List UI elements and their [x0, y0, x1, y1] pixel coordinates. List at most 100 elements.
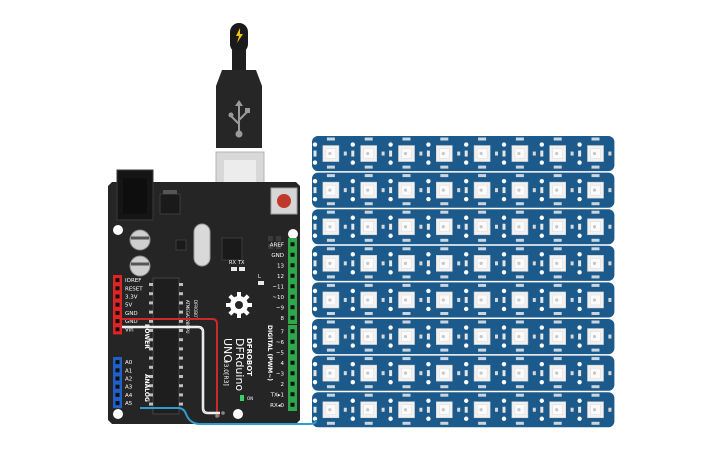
- pad: [478, 421, 487, 425]
- analog-pin-socket[interactable]: [115, 360, 120, 365]
- digital-pin-socket[interactable]: [290, 273, 295, 278]
- digital-pin-socket[interactable]: [290, 315, 295, 320]
- power-pin-socket[interactable]: [115, 327, 120, 332]
- pad: [440, 137, 449, 141]
- pad: [388, 142, 393, 147]
- power-pin-socket[interactable]: [115, 310, 120, 315]
- analog-pin-socket[interactable]: [115, 384, 120, 389]
- led-core: [517, 334, 521, 339]
- digital-pin-socket[interactable]: [290, 371, 295, 376]
- power-pin-socket[interactable]: [115, 294, 120, 299]
- reset-button-cap[interactable]: [277, 194, 291, 208]
- matrix-strip: [312, 282, 615, 318]
- wire-blue-data: [140, 407, 317, 425]
- pad: [364, 421, 373, 425]
- led-core: [592, 298, 597, 302]
- pad: [577, 215, 582, 220]
- led-pixel-icon: [350, 137, 385, 169]
- pad: [440, 202, 449, 206]
- pad: [464, 178, 469, 184]
- analog-pin-socket[interactable]: [115, 401, 120, 406]
- capacitor-smd: [532, 371, 536, 376]
- pad: [440, 348, 449, 352]
- digital-pin-socket[interactable]: [290, 294, 295, 299]
- led-pixel-icon: [464, 247, 498, 279]
- digital-pin-label: 4: [281, 361, 285, 367]
- pad: [364, 202, 373, 206]
- pad: [553, 210, 562, 214]
- pad: [515, 238, 524, 242]
- pad: [440, 385, 449, 389]
- pad: [364, 320, 373, 324]
- analog-pin-socket[interactable]: [115, 368, 120, 373]
- pad: [426, 379, 431, 385]
- power-pin-socket[interactable]: [115, 278, 120, 283]
- power-pin-label: GND: [125, 311, 138, 317]
- pad: [388, 343, 393, 348]
- capacitor-smd: [457, 188, 461, 193]
- pad: [539, 160, 544, 165]
- digital-pin-label: ~10: [272, 295, 284, 301]
- pad: [426, 296, 430, 303]
- pad: [502, 260, 506, 267]
- chip-leg: [149, 365, 153, 369]
- digital-pin-socket[interactable]: [290, 392, 295, 397]
- digital-pin-socket[interactable]: [290, 402, 295, 407]
- capacitor-smd: [532, 151, 536, 156]
- pad: [350, 361, 355, 367]
- power-pin-socket[interactable]: [115, 319, 120, 324]
- pad: [402, 210, 411, 214]
- power-pin-socket[interactable]: [115, 302, 120, 307]
- pad: [389, 150, 393, 157]
- capacitor-smd: [381, 151, 385, 156]
- digital-pin-socket[interactable]: [290, 252, 295, 257]
- pad: [312, 160, 318, 165]
- digital-pin-socket[interactable]: [290, 284, 295, 289]
- capacitor-smd: [381, 334, 385, 339]
- digital-pin-socket[interactable]: [290, 263, 295, 268]
- digital-pin-socket[interactable]: [290, 350, 295, 355]
- pad: [350, 288, 355, 294]
- pad: [440, 174, 449, 178]
- digital-pin-label: ~5: [276, 350, 285, 356]
- led-pixel-icon: [388, 393, 423, 425]
- digital-pin-socket[interactable]: [290, 381, 295, 386]
- pad: [464, 325, 469, 330]
- digital-pin-socket[interactable]: [290, 329, 295, 334]
- pad: [312, 252, 318, 257]
- pad: [578, 333, 582, 340]
- pad: [402, 357, 411, 361]
- pad: [539, 252, 544, 257]
- digital-pin-socket[interactable]: [290, 339, 295, 344]
- power-pin-socket[interactable]: [115, 286, 120, 291]
- analog-pin-socket[interactable]: [115, 376, 120, 381]
- digital-pin-socket[interactable]: [290, 242, 295, 247]
- led-pixel-icon: [464, 210, 498, 242]
- capacitor-smd: [457, 224, 461, 229]
- pad: [577, 398, 582, 403]
- pad: [464, 160, 469, 165]
- capacitor-smd: [419, 334, 423, 339]
- pad: [464, 416, 469, 421]
- digital-pin-label: ~6: [276, 340, 285, 346]
- led-core: [555, 151, 559, 156]
- pad: [388, 215, 393, 220]
- capacitor-smd: [419, 224, 423, 229]
- digital-pin-socket[interactable]: [290, 305, 295, 310]
- pad: [539, 233, 544, 238]
- led-core: [592, 225, 597, 229]
- pad: [426, 270, 431, 275]
- chip-leg: [179, 301, 183, 305]
- led-pixel-icon: [539, 357, 574, 389]
- matrix-strip: [312, 172, 615, 208]
- digital-pin-socket[interactable]: [290, 360, 295, 365]
- analog-pin-socket[interactable]: [115, 392, 120, 397]
- pad: [326, 393, 335, 397]
- pad: [591, 210, 600, 214]
- reset-button[interactable]: [270, 187, 298, 215]
- capacitor-smd: [381, 407, 385, 412]
- pad: [440, 210, 449, 214]
- capacitor-smd: [608, 371, 612, 376]
- capacitor-smd: [419, 151, 423, 156]
